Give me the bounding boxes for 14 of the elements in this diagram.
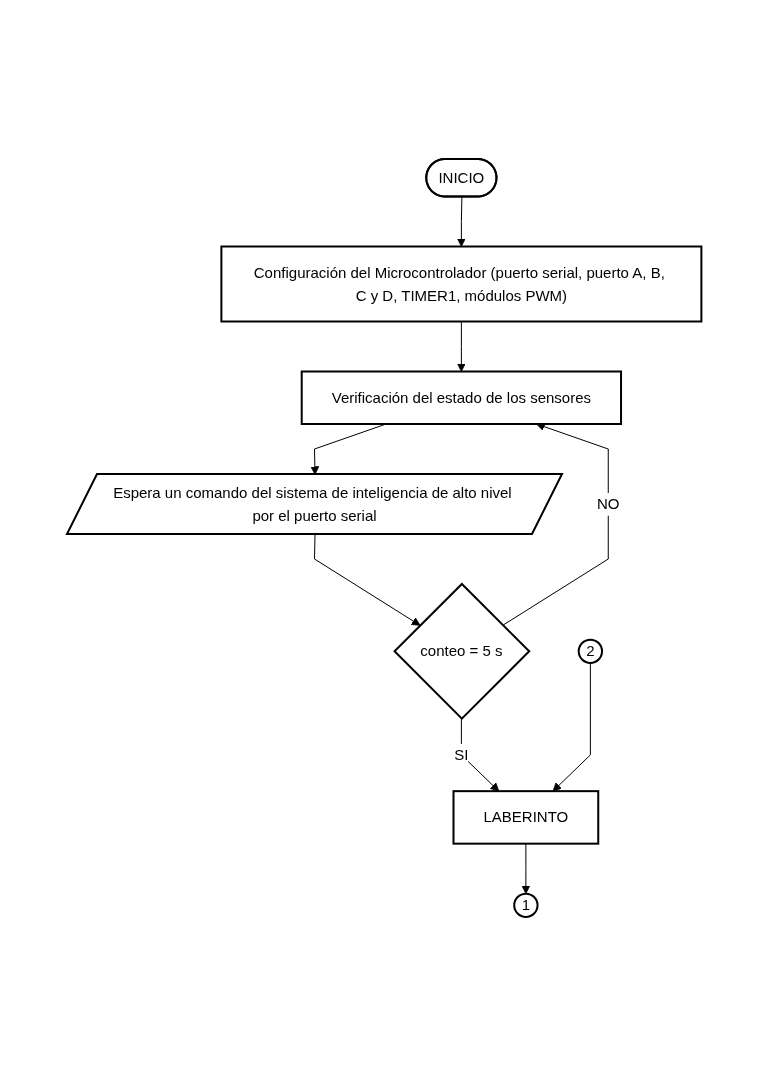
node-box: Verificación del estado de los sensores bbox=[301, 370, 623, 425]
node-circle: 1 bbox=[513, 892, 539, 918]
arrow bbox=[521, 842, 531, 894]
node-box: Configuración del Microcontrolador (puerto serial, puerto A, B, C y D, TIMER1, módulos PWM) bbox=[220, 245, 703, 322]
node-circle: 2 bbox=[578, 638, 604, 664]
edge-label: SI bbox=[454, 745, 469, 763]
node-box: LABERINTO bbox=[452, 789, 600, 845]
arrow bbox=[457, 320, 467, 372]
arrow bbox=[314, 533, 421, 626]
arrow bbox=[552, 662, 592, 792]
arrow bbox=[457, 196, 467, 247]
edge-label: NO bbox=[597, 494, 620, 512]
node-diamond: conteo = 5 s bbox=[393, 582, 531, 720]
arrow bbox=[461, 717, 500, 792]
